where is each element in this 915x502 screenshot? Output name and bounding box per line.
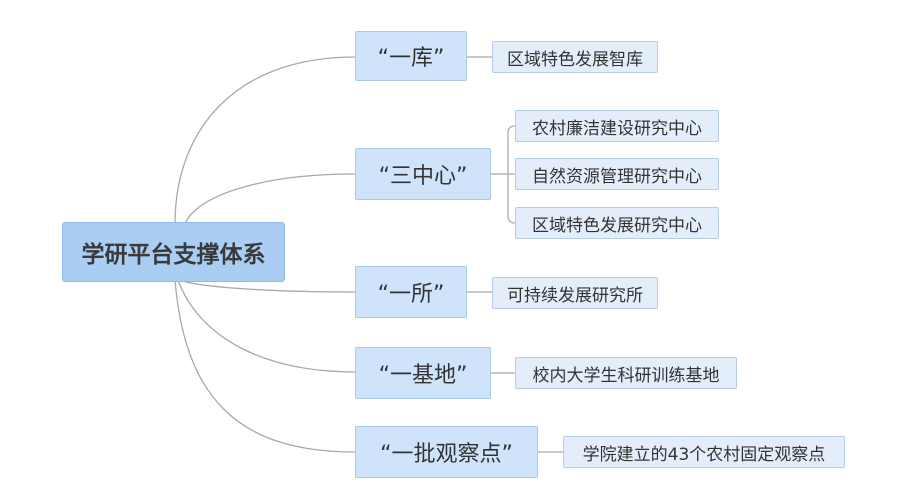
branch-topic-yisuo[interactable]: “一所” [355, 266, 467, 318]
connector-root-b1 [184, 173, 356, 225]
connector-root-b3 [177, 279, 356, 373]
leaf-topic-lianjie-center[interactable]: 农村廉洁建设研究中心 [515, 110, 719, 142]
leaf-topic-kechixu-institute[interactable]: 可持续发展研究所 [492, 277, 658, 309]
connector-b1-l2 [507, 174, 516, 224]
connector-root-b4 [174, 279, 356, 453]
leaf-topic-training-base[interactable]: 校内大学生科研训练基地 [515, 357, 737, 389]
root-topic[interactable]: 学研平台支撑体系 [62, 222, 285, 282]
branch-topic-sanzhongxin[interactable]: “三中心” [355, 148, 491, 200]
leaf-topic-quyu-center[interactable]: 区域特色发展研究中心 [515, 207, 719, 239]
leaf-topic-zhiku[interactable]: 区域特色发展智库 [492, 41, 658, 73]
branch-topic-yijidi[interactable]: “一基地” [355, 347, 491, 399]
leaf-topic-observation-points[interactable]: 学院建立的43个农村固定观察点 [563, 436, 845, 468]
branch-topic-yiku[interactable]: “一库” [355, 31, 467, 81]
branch-topic-guanchadian[interactable]: “一批观察点” [355, 426, 538, 478]
leaf-topic-ziran-center[interactable]: 自然资源管理研究中心 [515, 158, 719, 190]
connector-b1-l0 [507, 125, 516, 174]
connector-root-b2 [179, 279, 356, 293]
connector-root-b0 [174, 56, 356, 225]
